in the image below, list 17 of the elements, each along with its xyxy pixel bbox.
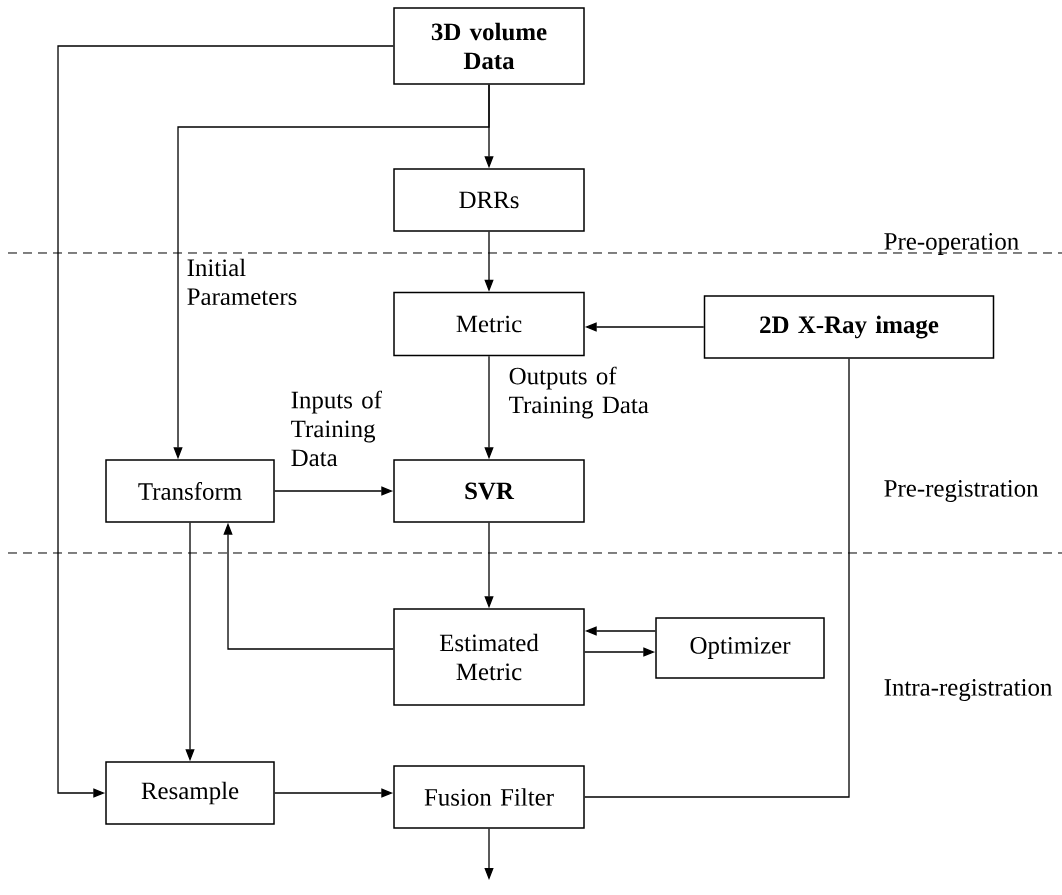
process-box: 3D volume Data (393, 7, 585, 85)
phase-label: Intra-registration (884, 679, 1053, 701)
process-box: Transform (105, 459, 275, 523)
process-box: DRRs (393, 168, 585, 232)
phase-label: Pre-registration (884, 480, 1039, 502)
process-box: Estimated Metric (393, 608, 585, 706)
edge-label: Inputs of Training Data (291, 390, 382, 467)
phase-label: Pre-operation (884, 233, 1019, 255)
process-box: Metric (393, 291, 585, 357)
process-box: Fusion Filter (393, 765, 585, 829)
process-box: 2D X-Ray image (703, 295, 995, 359)
process-box: SVR (393, 459, 585, 523)
process-box: Optimizer (655, 617, 825, 679)
arrow (57, 45, 394, 798)
edge-label: Outputs of Training Data (509, 366, 649, 419)
edge-label: Initial Parameters (187, 258, 297, 306)
process-box: Resample (105, 761, 275, 825)
